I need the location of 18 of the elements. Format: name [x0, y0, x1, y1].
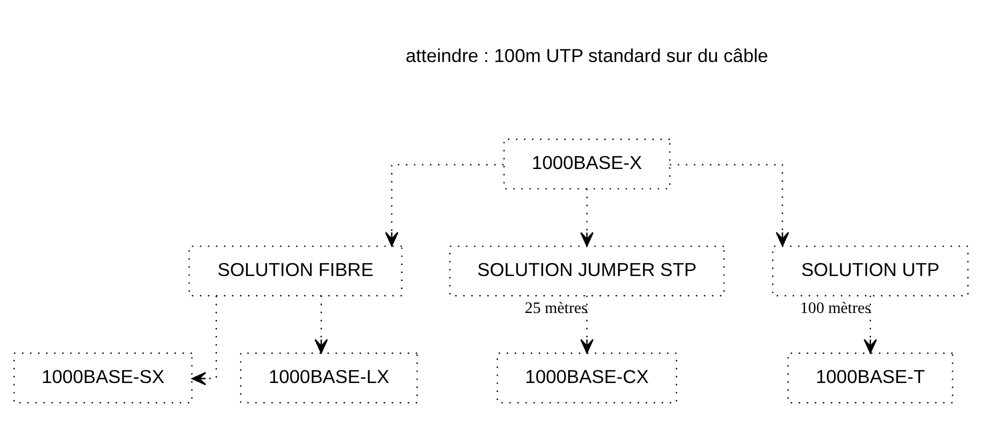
arrow: [314, 296, 328, 354]
edge-label: 100 mètres: [800, 300, 871, 318]
node-box: 1000BASE-LX: [240, 352, 418, 404]
node-box: 1000BASE-T: [787, 352, 954, 404]
label: atteindre : 100m UTP standard sur du câble: [406, 45, 768, 66]
node-box: 1000BASE-X: [503, 138, 670, 190]
node-box: SOLUTION FIBRE: [188, 246, 402, 296]
arrow: [580, 188, 594, 247]
node-box: 1000BASE-SX: [13, 352, 193, 404]
edge-label: 25 mètres: [524, 300, 588, 318]
node-box: SOLUTION JUMPER STP: [449, 246, 725, 296]
arrow: [670, 164, 790, 246]
arrow: [192, 296, 217, 386]
node-box: SOLUTION UTP: [772, 246, 969, 296]
arrow: [385, 164, 504, 246]
arrow: [580, 296, 594, 354]
arrow: [864, 296, 878, 354]
node-box: 1000BASE-CX: [496, 352, 678, 404]
